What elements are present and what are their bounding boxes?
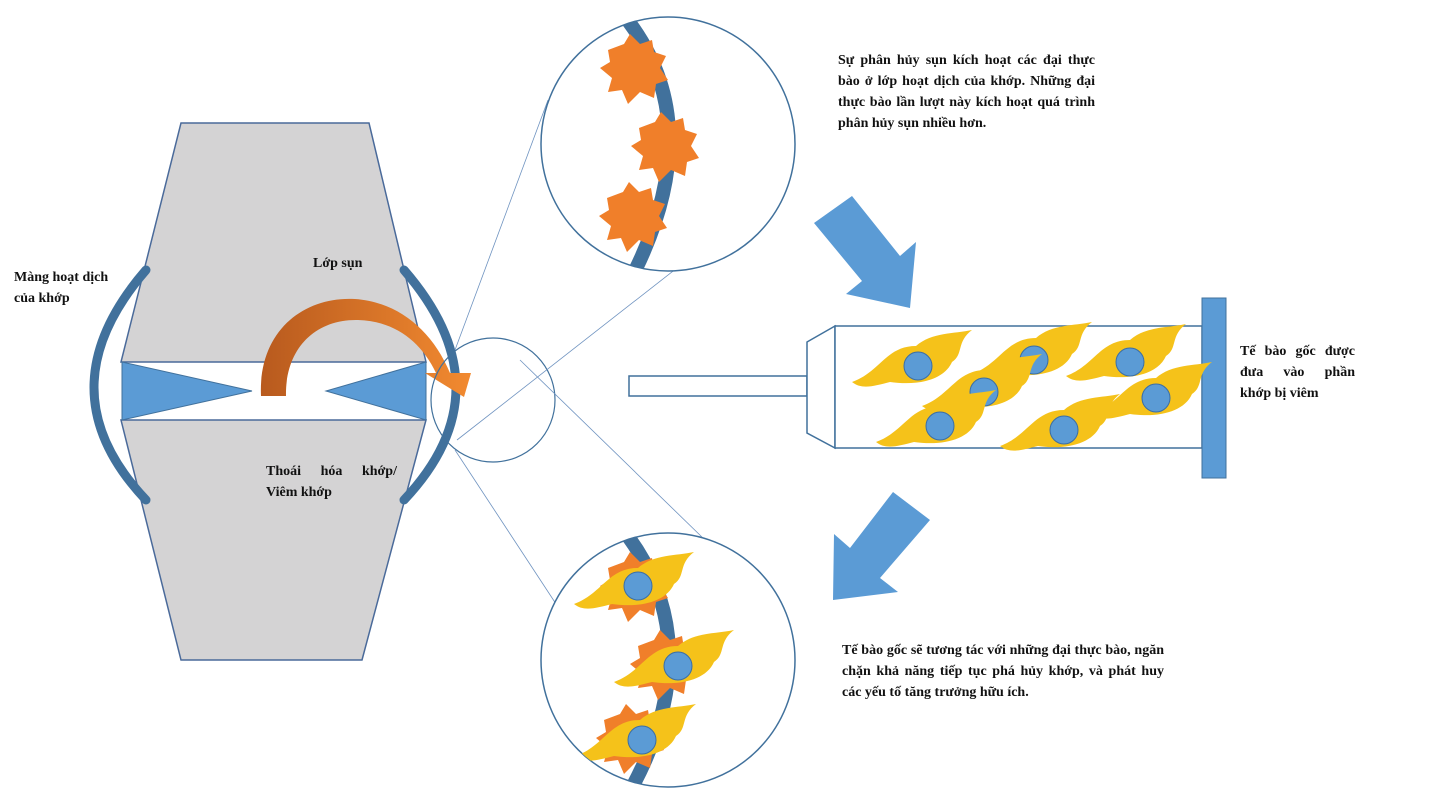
leader-line [454,99,549,351]
macrophage-activation-text: Sự phân hủy sụn kích hoạt các đại thực b… [838,53,1095,131]
syringe-flange [1201,297,1227,479]
syringe [628,297,1227,479]
left-synovium-arc [89,265,151,505]
osteoarthritis-label: Thoái hóa khớp/ Viêm khớp [266,464,397,500]
joint-diagram [89,122,471,661]
stem-cell-interaction-text: Tế bào gốc sẽ tương tác với những đại th… [842,643,1164,700]
lower-bone [120,419,427,661]
synovium-label: Màng hoạt dịch của khớp [14,270,109,306]
stem-cell-group [852,322,1212,451]
syringe-tip [806,324,836,450]
macrophage-zoom-circle [540,16,796,272]
left-cartilage-wedge [121,361,253,421]
stem-cell-interaction-circle [540,532,796,788]
leader-line [454,449,561,611]
stem-cell [614,630,734,687]
stem-cell [576,704,696,761]
stem-cell [574,552,694,609]
leader-line [456,249,701,441]
upper-bone [120,122,427,363]
right-cartilage-wedge [324,361,427,421]
stem-cell [876,390,996,447]
flow-arrow-down-right [814,196,916,308]
flow-arrow-down-left [833,492,930,600]
stem-cell [1000,394,1120,451]
zoom-source-circle [430,337,556,463]
stem-cell [852,330,972,387]
degradation-arrow [260,298,471,397]
syringe-plunger-rod [628,375,808,397]
leader-line [519,359,706,541]
stem-cell [1092,362,1212,419]
cartilage-label: Lớp sụn [313,256,363,271]
stem-cell-injection-text: Tế bào gốc được đưa vào phần khớp bị viê… [1240,344,1355,401]
stem-cell [1066,324,1186,381]
